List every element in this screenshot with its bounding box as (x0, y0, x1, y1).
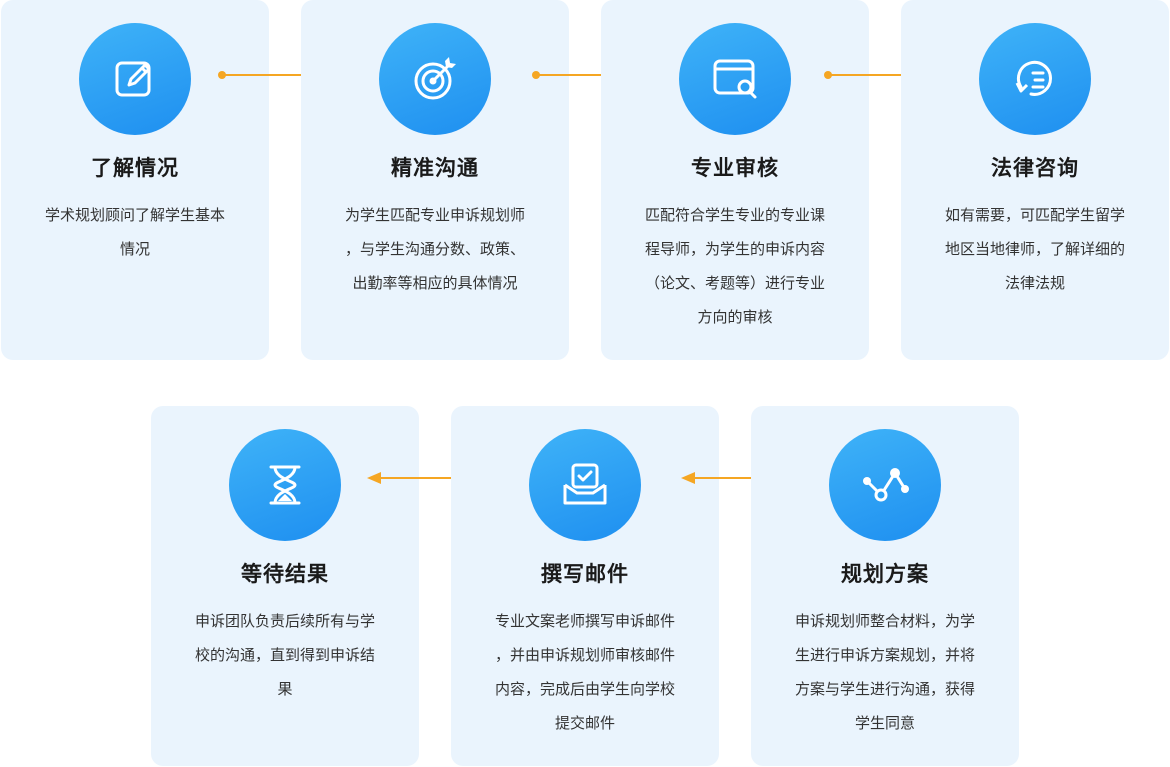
step-4-icon-circle (979, 23, 1091, 135)
step-6-desc: 专业文案老师撰写申诉邮件 ，并由申诉规划师审核邮件 内容，完成后由学生向学校 提… (494, 612, 675, 732)
step-4-desc: 如有需要，可匹配学生留学 地区当地律师，了解详细的 法律法规 (944, 206, 1125, 292)
step-1-desc: 学术规划顾问了解学生基本 情况 (44, 206, 225, 258)
step-card-6: 撰写邮件 专业文案老师撰写申诉邮件 ，并由申诉规划师审核邮件 内容，完成后由学生… (451, 406, 719, 766)
step-card-7: 等待结果 申诉团队负责后续所有与学 校的沟通，直到得到申诉结 果 (151, 406, 419, 766)
step-card-2: 精准沟通 为学生匹配专业申诉规划师 ，与学生沟通分数、政策、 出勤率等相应的具体… (301, 0, 569, 360)
mail-tray-icon (563, 463, 607, 505)
target-icon (414, 57, 456, 100)
consult-icon (1015, 60, 1052, 96)
step-card-5: 规划方案 申诉规划师整合材料，为学 生进行申诉方案规划，并将 方案与学生进行沟通… (751, 406, 1019, 766)
plan-graph-icon (863, 468, 909, 502)
step-5-desc: 申诉规划师整合材料，为学 生进行申诉方案规划，并将 方案与学生进行沟通，获得 学… (794, 612, 975, 732)
step-1-title: 了解情况 (91, 156, 179, 180)
step-5-title: 规划方案 (841, 562, 929, 586)
review-search-icon (713, 59, 757, 99)
step-1-icon-circle (79, 23, 191, 135)
step-3-desc: 匹配符合学生专业的专业课 程导师，为学生的申诉内容 （论文、考题等）进行专业 方… (644, 206, 825, 326)
step-7-desc: 申诉团队负责后续所有与学 校的沟通，直到得到申诉结 果 (194, 612, 375, 698)
step-3-icon-circle (679, 23, 791, 135)
step-card-3: 专业审核 匹配符合学生专业的专业课 程导师，为学生的申诉内容 （论文、考题等）进… (601, 0, 869, 360)
step-7-icon-circle (229, 429, 341, 541)
step-card-1: 了解情况 学术规划顾问了解学生基本 情况 (1, 0, 269, 360)
step-5-icon-circle (829, 429, 941, 541)
edit-icon (115, 61, 151, 97)
step-3-title: 专业审核 (691, 156, 779, 180)
step-7-title: 等待结果 (241, 562, 329, 586)
step-6-icon-circle (529, 429, 641, 541)
hourglass-icon (269, 465, 301, 505)
step-4-title: 法律咨询 (991, 156, 1079, 180)
step-6-title: 撰写邮件 (541, 562, 629, 586)
step-2-desc: 为学生匹配专业申诉规划师 ，与学生沟通分数、政策、 出勤率等相应的具体情况 (344, 206, 525, 292)
step-2-title: 精准沟通 (391, 156, 479, 180)
step-card-4: 法律咨询 如有需要，可匹配学生留学 地区当地律师，了解详细的 法律法规 (901, 0, 1169, 360)
step-2-icon-circle (379, 23, 491, 135)
